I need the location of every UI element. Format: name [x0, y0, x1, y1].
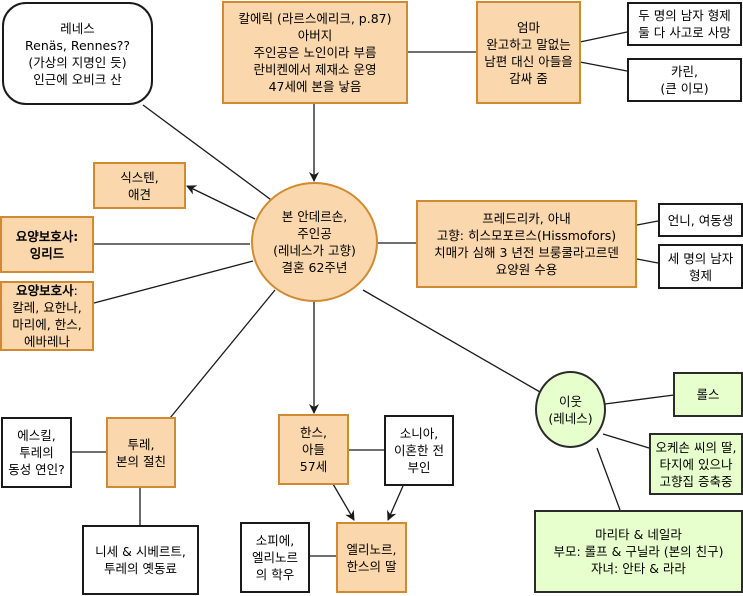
- node-renes-place[interactable]: 레네스 Renäs, Rennes?? (가상의 지명인 듯) 인근에 오비크 …: [2, 2, 153, 105]
- node-sonja-label: 소니아, 이혼한 전 부인: [394, 426, 444, 475]
- edge-protagonist-to-sixten: [186, 185, 256, 220]
- node-hans-label: 한스, 아들 57세: [299, 425, 328, 474]
- node-okesson-daughter[interactable]: 오케손 씨의 딸, 타지에 있으나 고향집 증축중: [649, 433, 743, 495]
- node-three-brothers[interactable]: 세 명의 남자 형제: [658, 244, 743, 289]
- node-rolls[interactable]: 롤스: [673, 372, 743, 417]
- node-two-brothers[interactable]: 두 명의 남자 형제 둘 다 사고로 사망: [627, 2, 742, 46]
- node-two-brothers-label: 두 명의 남자 형제 둘 다 사고로 사망: [638, 8, 731, 40]
- node-sixten-label: 식스텐, 애견: [120, 169, 159, 202]
- node-ture[interactable]: 투레, 본의 절친: [106, 417, 176, 488]
- edge-wife-to-sisters: [636, 220, 659, 226]
- node-eskil[interactable]: 에스킬, 투레의 동성 연인?: [1, 417, 72, 488]
- node-caregiver-ingrid[interactable]: 요양보호사: 잉리드: [0, 216, 94, 273]
- edge-renes-place-to-protagonist: [142, 104, 279, 206]
- edge-hans-to-elinor: [332, 483, 355, 521]
- node-okesson-daughter-label: 오케손 씨의 딸, 타지에 있으나 고향집 증축중: [655, 439, 737, 489]
- node-wife-label: 프레드리카, 아내 고향: 히스모포르스(Hissmofors) 치매가 심해 …: [434, 211, 619, 277]
- caregiver-ingrid-name: : 잉리드: [29, 228, 79, 261]
- edge-neighbors-to-marita-family: [596, 447, 621, 511]
- edge-wife-to-three-brothers: [636, 258, 659, 264]
- edge-protagonist-to-neighbors: [362, 289, 541, 393]
- node-protagonist-label: 본 안데르손, 주인공 (레네스가 고향) 결혼 62주년: [273, 209, 356, 275]
- node-father[interactable]: 칼에릭 (라르스에리크, p.87) 아버지 주인공은 노인이라 부름 란비켄에…: [222, 1, 408, 104]
- node-sisters[interactable]: 언니, 여동생: [658, 203, 743, 237]
- caregivers-others-names: : 칼레, 요한나, 마리에, 한스, 에바레나: [12, 283, 82, 349]
- node-mother-label: 엄마 완고하고 말없는 남편 대신 아들을 감싸 줌: [484, 19, 573, 86]
- node-eskil-label: 에스킬, 투레의 동성 연인?: [8, 428, 65, 477]
- node-wife[interactable]: 프레드리카, 아내 고향: 히스모포르스(Hissmofors) 치매가 심해 …: [416, 200, 637, 288]
- node-ture-label: 투레, 본의 절친: [116, 436, 166, 469]
- node-neighbors[interactable]: 이웃 (레네스): [535, 371, 606, 448]
- caregiver-title: 요양보호사: [15, 228, 74, 244]
- node-sonja[interactable]: 소니아, 이혼한 전 부인: [384, 415, 454, 486]
- node-sisters-label: 언니, 여동생: [667, 212, 734, 228]
- node-karin-label: 카린, (큰 이모): [660, 64, 709, 96]
- node-elinor[interactable]: 엘리노르, 한스의 딸: [336, 522, 407, 593]
- node-mother[interactable]: 엄마 완고하고 말없는 남편 대신 아들을 감싸 줌: [476, 1, 581, 104]
- node-elinor-label: 엘리노르, 한스의 딸: [346, 541, 397, 574]
- node-sofie-label: 소피에, 엘리노르 의 학우: [251, 533, 298, 582]
- node-nisse-sivert[interactable]: 니세 & 시베르트, 투레의 옛동료: [82, 525, 199, 595]
- edge-protagonist-to-caregivers-others: [93, 260, 254, 304]
- edge-mother-to-two-brothers: [579, 31, 628, 43]
- node-marita-family-label: 마리타 & 네일라 부모: 롤프 & 구닐라 (본의 친구) 자녀: 안타 & …: [553, 527, 724, 576]
- node-father-label: 칼에릭 (라르스에리크, p.87) 아버지 주인공은 노인이라 부름 란비켄에…: [238, 11, 392, 94]
- edge-protagonist-to-ture: [169, 289, 276, 419]
- node-protagonist[interactable]: 본 안데르손, 주인공 (레네스가 고향) 결혼 62주년: [251, 182, 378, 302]
- edge-neighbors-to-okesson-daughter: [602, 433, 650, 449]
- node-karin[interactable]: 카린, (큰 이모): [627, 58, 742, 102]
- node-sixten[interactable]: 식스텐, 애견: [93, 162, 186, 209]
- node-sofie[interactable]: 소피에, 엘리노르 의 학우: [240, 522, 310, 593]
- node-renes-place-label: 레네스 Renäs, Rennes?? (가상의 지명인 듯) 인근에 오비크 …: [25, 20, 130, 87]
- node-three-brothers-label: 세 명의 남자 형제: [667, 250, 734, 283]
- node-rolls-label: 롤스: [696, 387, 720, 402]
- node-marita-family[interactable]: 마리타 & 네일라 부모: 롤프 & 구닐라 (본의 친구) 자녀: 안타 & …: [534, 510, 743, 593]
- node-caregivers-others-label: 요양보호사: 칼레, 요한나, 마리에, 한스, 에바레나: [12, 282, 81, 350]
- edge-mother-to-karin: [579, 61, 628, 72]
- edge-neighbors-to-rolls: [604, 394, 675, 405]
- node-caregiver-ingrid-label: 요양보호사: 잉리드: [16, 228, 79, 262]
- node-neighbors-label: 이웃 (레네스): [548, 393, 593, 426]
- node-hans[interactable]: 한스, 아들 57세: [278, 414, 349, 485]
- node-nisse-sivert-label: 니세 & 시베르트, 투레의 옛동료: [95, 544, 186, 576]
- edge-sonja-to-elinor: [387, 485, 404, 521]
- caregivers-title: 요양보호사: [16, 283, 74, 298]
- node-caregivers-others[interactable]: 요양보호사: 칼레, 요한나, 마리에, 한스, 에바레나: [0, 281, 94, 351]
